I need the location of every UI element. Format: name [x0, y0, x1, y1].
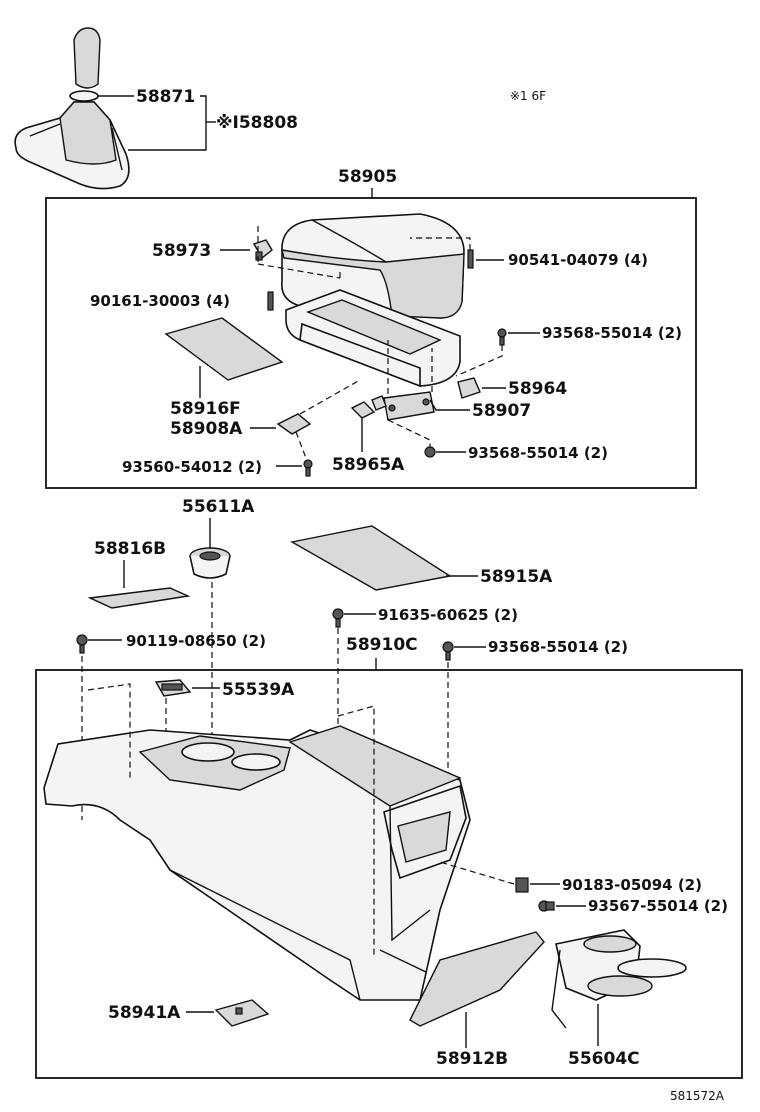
part-number-58941A: 58941A — [108, 1003, 181, 1023]
note-text: ※1 6F — [510, 89, 546, 103]
part-number-58871: 58871 — [136, 87, 195, 107]
console-lid-icon — [281, 213, 465, 319]
part-number-58907: 58907 — [472, 401, 531, 421]
lid-group-frame — [45, 197, 697, 489]
part-number-58916F: 58916F — [170, 399, 241, 419]
part-number-55604C: 55604C — [568, 1049, 640, 1069]
screw-icon — [267, 291, 274, 311]
part-number-90183-05094: 90183-05094 (2) — [562, 876, 702, 894]
bolt-icon — [424, 446, 436, 458]
part-number-93568-55014-a: 93568-55014 (2) — [542, 324, 682, 342]
console-box-icon — [285, 289, 461, 388]
hinge-icon — [383, 391, 435, 421]
mat-icon — [164, 317, 284, 381]
bolt-icon — [442, 641, 454, 661]
clip-icon — [350, 395, 387, 419]
part-number-93568-55014-c: 93568-55014 (2) — [488, 638, 628, 656]
shift-boot-icon — [14, 90, 130, 190]
bolt-icon — [76, 634, 88, 654]
bolt-icon — [497, 328, 507, 346]
diagram-reference-code: 581572A — [670, 1089, 725, 1103]
part-number-58964: 58964 — [508, 379, 567, 399]
clip-icon — [252, 239, 273, 261]
mat-icon — [214, 999, 270, 1027]
console-body-icon — [43, 683, 471, 1001]
bolt-icon — [303, 459, 313, 477]
gear-shift-knob-icon — [73, 27, 101, 89]
part-number-93560-54012: 93560-54012 (2) — [122, 458, 262, 476]
hinge-icon — [457, 377, 481, 399]
screw-icon — [467, 249, 474, 269]
part-number-58912B: 58912B — [436, 1049, 508, 1069]
part-number-58908A: 58908A — [170, 419, 243, 439]
part-number-58973: 58973 — [152, 241, 211, 261]
mat-icon — [290, 525, 452, 591]
part-number-58965A: 58965A — [332, 455, 405, 475]
part-number-58905: 58905 — [338, 167, 397, 187]
part-number-93568-55014-b: 93568-55014 (2) — [468, 444, 608, 462]
part-number-55539A: 55539A — [222, 680, 295, 700]
screw-icon — [538, 900, 555, 912]
cup-holder-icon — [189, 547, 231, 579]
bolt-icon — [332, 608, 344, 628]
mat-icon — [87, 587, 191, 609]
clip-icon — [515, 877, 529, 893]
part-number-91635-60625: 91635-60625 (2) — [378, 606, 518, 624]
part-number-58915A: 58915A — [480, 567, 553, 587]
part-number-58816B: 58816B — [94, 539, 166, 559]
clip-icon — [276, 413, 312, 435]
part-number-90119-08650: 90119-08650 (2) — [126, 632, 266, 650]
clip-icon — [154, 679, 192, 697]
part-number-55611A: 55611A — [182, 497, 255, 517]
cup-holder-icon — [551, 929, 687, 1029]
part-number-93567-55014: 93567-55014 (2) — [588, 897, 728, 915]
part-number-90541-04079: 90541-04079 (4) — [508, 251, 648, 269]
cover-panel-icon — [379, 931, 545, 1027]
part-number-90161-30003: 90161-30003 (4) — [90, 292, 230, 310]
body-group-frame — [35, 669, 743, 1079]
part-number-58808: ※I58808 — [216, 113, 298, 133]
part-number-58910C: 58910C — [346, 635, 418, 655]
